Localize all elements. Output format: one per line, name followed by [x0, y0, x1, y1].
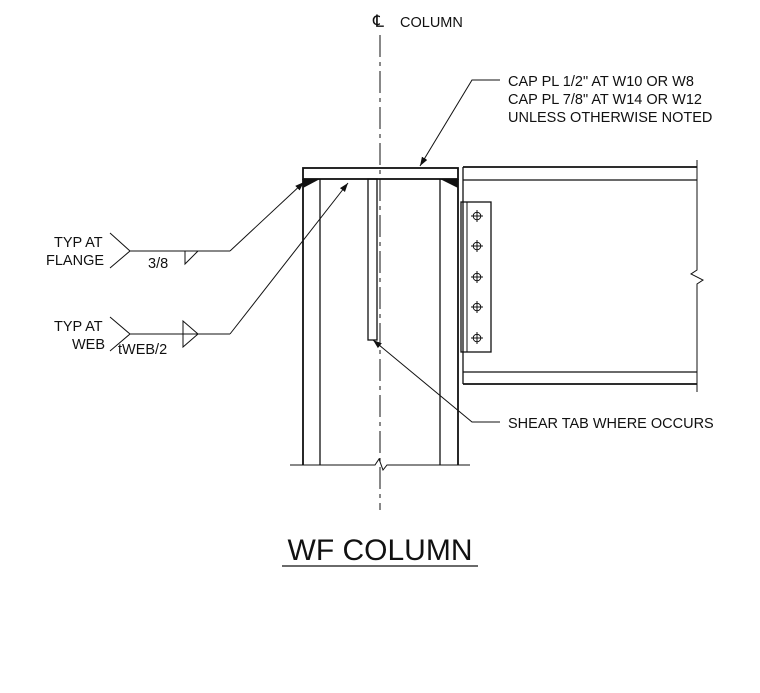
- centerline-label: COLUMN: [400, 15, 463, 31]
- detail-title: WF COLUMN: [288, 534, 473, 567]
- cap-plate-note-line-1: CAP PL 1/2" AT W10 OR W8: [508, 74, 694, 90]
- shear-tab-note: SHEAR TAB WHERE OCCURS: [508, 416, 714, 432]
- clip-angle: [460, 201, 492, 353]
- shear-tab-leader: [372, 339, 500, 423]
- web-weld-label-line-2: WEB: [72, 337, 105, 353]
- cap-plate-leader: [419, 79, 500, 167]
- shear-tab: [367, 178, 378, 341]
- centerline-symbol: ℄: [372, 12, 384, 31]
- web-weld-label-line-1: TYP AT: [54, 319, 103, 335]
- column-section: [290, 179, 470, 472]
- flange-weld-right: [440, 179, 458, 188]
- wf-beam: [462, 160, 704, 392]
- cap-plate: [302, 167, 459, 180]
- flange-weld-label-line-1: TYP AT: [54, 235, 103, 251]
- flange-weld-left: [303, 179, 320, 188]
- flange-weld-label-line-2: FLANGE: [46, 253, 104, 269]
- cap-plate-note-line-3: UNLESS OTHERWISE NOTED: [508, 110, 712, 126]
- flange-weld-size: 3/8: [148, 256, 168, 272]
- cap-plate-note-line-2: CAP PL 7/8" AT W14 OR W12: [508, 92, 702, 108]
- flange-weld-symbol: [109, 181, 305, 269]
- web-weld-symbol: [109, 182, 349, 352]
- bolt-icon: [471, 210, 483, 344]
- web-weld-size: tWEB/2: [118, 342, 167, 358]
